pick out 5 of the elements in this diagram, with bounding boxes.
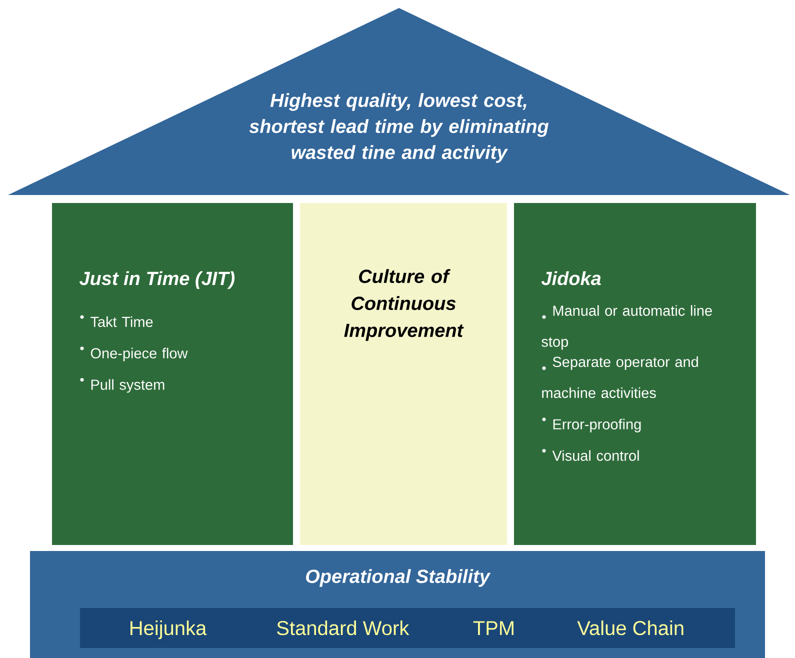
pillar: Just in Time (JIT) Takt Time One-piece flow Pull system (52, 203, 293, 545)
roof-triangle: Highest quality, lowest cost, shortest lead time by eliminating wasted tine and activity (8, 8, 790, 195)
center-pillar: Culture of Continuous Improvement (300, 203, 507, 545)
base-strip: Heijunka Standard Work TPM Value Chain (80, 608, 735, 648)
pillar: Jidoka Manual or automatic line stop Separate operator and machine activities Error-proofing Visual control (514, 203, 756, 545)
